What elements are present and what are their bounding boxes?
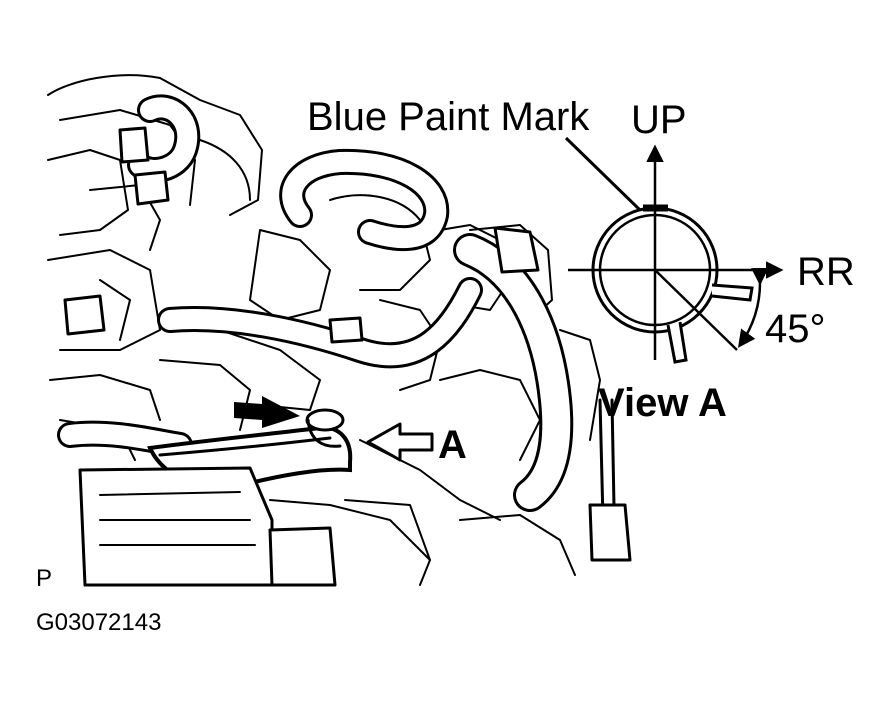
view-ref-a: A <box>438 423 467 467</box>
view-a-inset <box>564 136 784 364</box>
angle-arc <box>737 267 769 348</box>
clamp-tab-right <box>711 283 754 302</box>
rr-label: RR <box>797 250 855 294</box>
paint-mark-leader-line <box>564 136 642 212</box>
view-a-title: View A <box>598 381 727 425</box>
figure-code: P <box>36 565 52 592</box>
engine-compartment-drawing <box>47 74 632 587</box>
angle-label: 45° <box>765 307 826 351</box>
clamp-tab-bottom <box>666 321 688 364</box>
up-label: UP <box>631 98 687 142</box>
figure-id: G03072143 <box>36 609 161 636</box>
angle-reference-line <box>654 269 738 351</box>
blue-paint-mark-label: Blue Paint Mark <box>307 95 590 139</box>
